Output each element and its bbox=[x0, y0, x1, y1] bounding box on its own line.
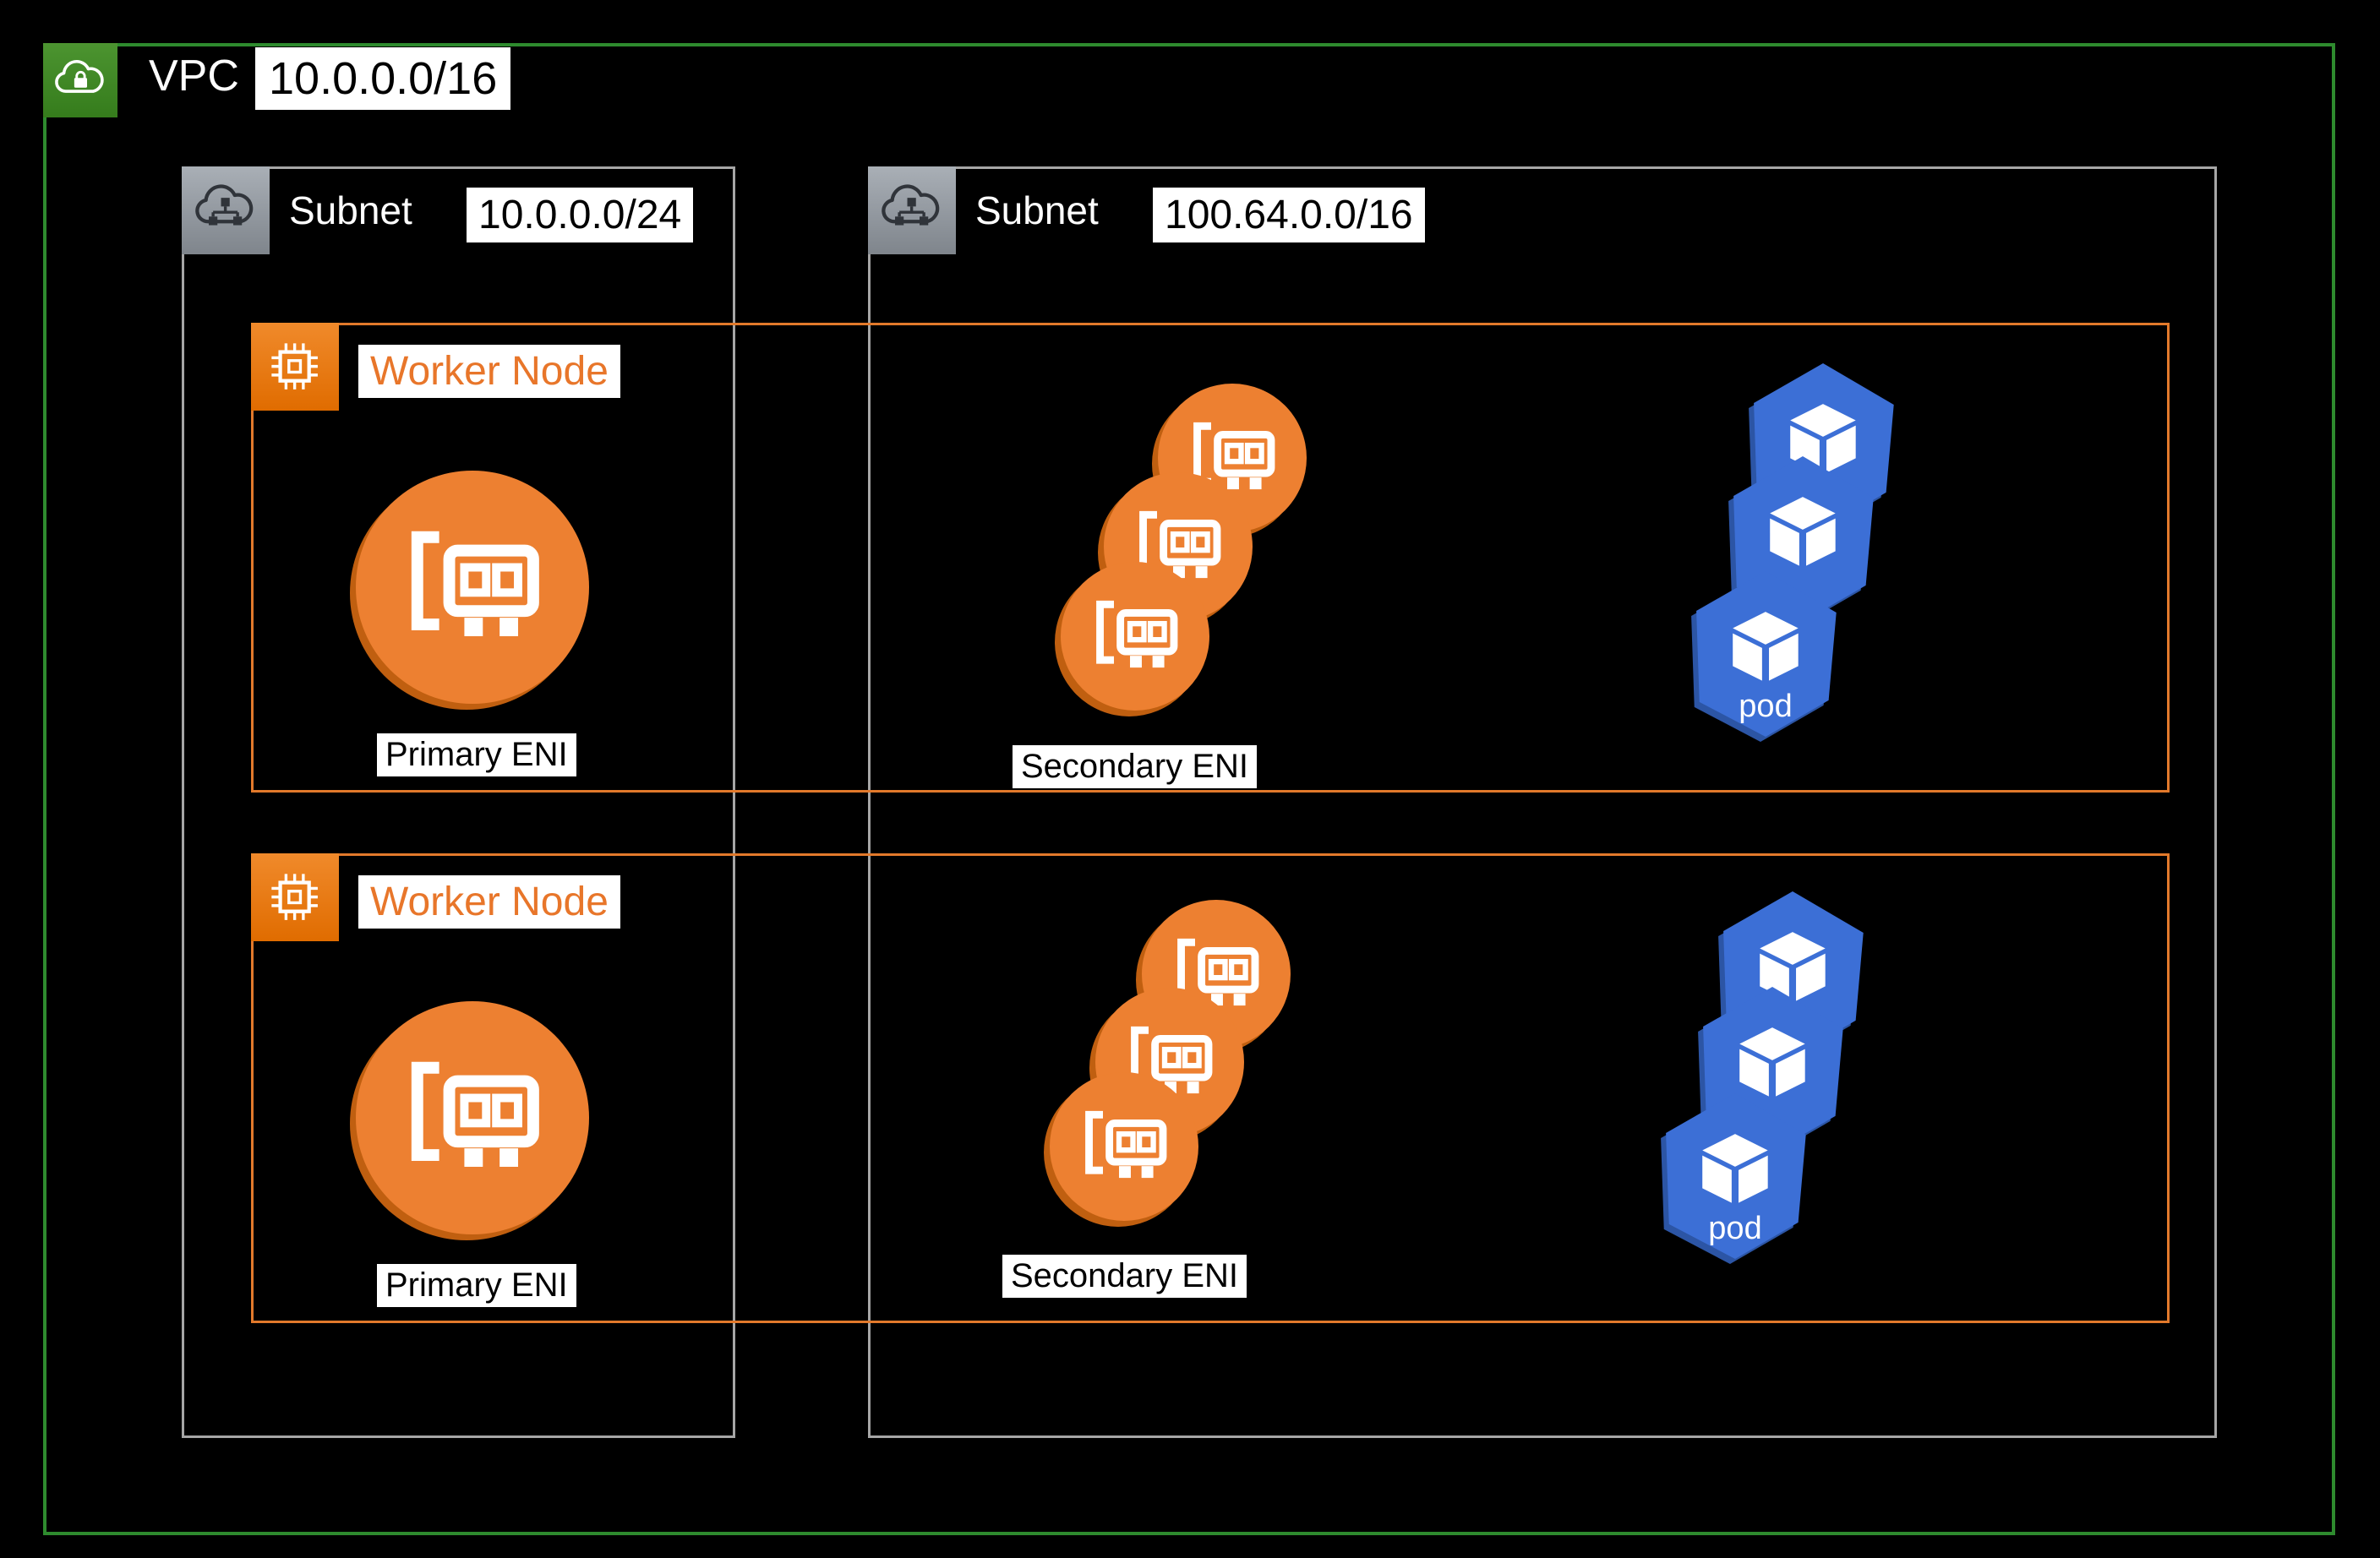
subnet-right-cidr: 100.64.0.0/16 bbox=[1153, 188, 1425, 242]
network-card-icon bbox=[389, 1034, 557, 1202]
cpu-chip-icon bbox=[259, 861, 330, 933]
cube-icon bbox=[1722, 600, 1809, 693]
worker-node-2-primary-eni-label: Primary ENI bbox=[377, 1264, 576, 1307]
subnet-left-cidr: 10.0.0.0/24 bbox=[467, 188, 694, 242]
worker-node-2-primary-eni bbox=[356, 1001, 589, 1234]
cloud-network-icon bbox=[189, 174, 261, 246]
worker-node-1-label: Worker Node bbox=[358, 345, 620, 398]
worker-node-1-primary-eni-label: Primary ENI bbox=[377, 733, 576, 776]
worker-node-2-icon bbox=[251, 853, 339, 941]
vpc-cidr: 10.0.0.0/16 bbox=[255, 47, 511, 110]
cloud-network-icon bbox=[876, 174, 947, 246]
worker-node-1-icon bbox=[251, 323, 339, 411]
vpc-boundary bbox=[43, 43, 2335, 1535]
worker-node-1-primary-eni bbox=[356, 471, 589, 704]
pod-hexagon: pod bbox=[1696, 571, 1837, 737]
worker-node-2-secondary-eni-label: Secondary ENI bbox=[1002, 1255, 1247, 1298]
subnet-right-label: Subnet bbox=[975, 188, 1099, 232]
pod-label: pod bbox=[1739, 689, 1793, 724]
subnet-icon-right bbox=[868, 166, 956, 254]
vpc-label: VPC bbox=[149, 52, 239, 101]
network-card-icon bbox=[389, 504, 557, 672]
subnet-icon-left bbox=[182, 166, 270, 254]
worker-node-2-label: Worker Node bbox=[358, 875, 620, 929]
worker-node-1-boundary bbox=[251, 323, 2170, 793]
vpc-icon bbox=[43, 43, 117, 117]
pod-hexagon: pod bbox=[1666, 1093, 1806, 1259]
worker-node-2-boundary bbox=[251, 853, 2170, 1323]
subnet-boundary-left bbox=[182, 166, 735, 1438]
worker-node-1-secondary-eni-label: Secondary ENI bbox=[1013, 745, 1258, 788]
worker-node-2-pod-1: pod bbox=[1658, 1093, 1812, 1259]
network-card-icon bbox=[1071, 1093, 1178, 1201]
cube-icon bbox=[1692, 1122, 1778, 1215]
subnet-left-label: Subnet bbox=[289, 188, 412, 232]
cube-icon bbox=[1760, 485, 1846, 578]
pod-label: pod bbox=[1708, 1211, 1762, 1246]
worker-node-1-pod-1: pod bbox=[1689, 571, 1842, 737]
worker-node-1-secondary-eni-1 bbox=[1061, 562, 1209, 711]
network-card-icon bbox=[1082, 583, 1189, 690]
worker-node-2-secondary-eni-1 bbox=[1050, 1072, 1198, 1221]
subnet-boundary-right bbox=[868, 166, 2217, 1438]
cpu-chip-icon bbox=[259, 330, 330, 402]
cloud-lock-icon bbox=[50, 50, 111, 111]
